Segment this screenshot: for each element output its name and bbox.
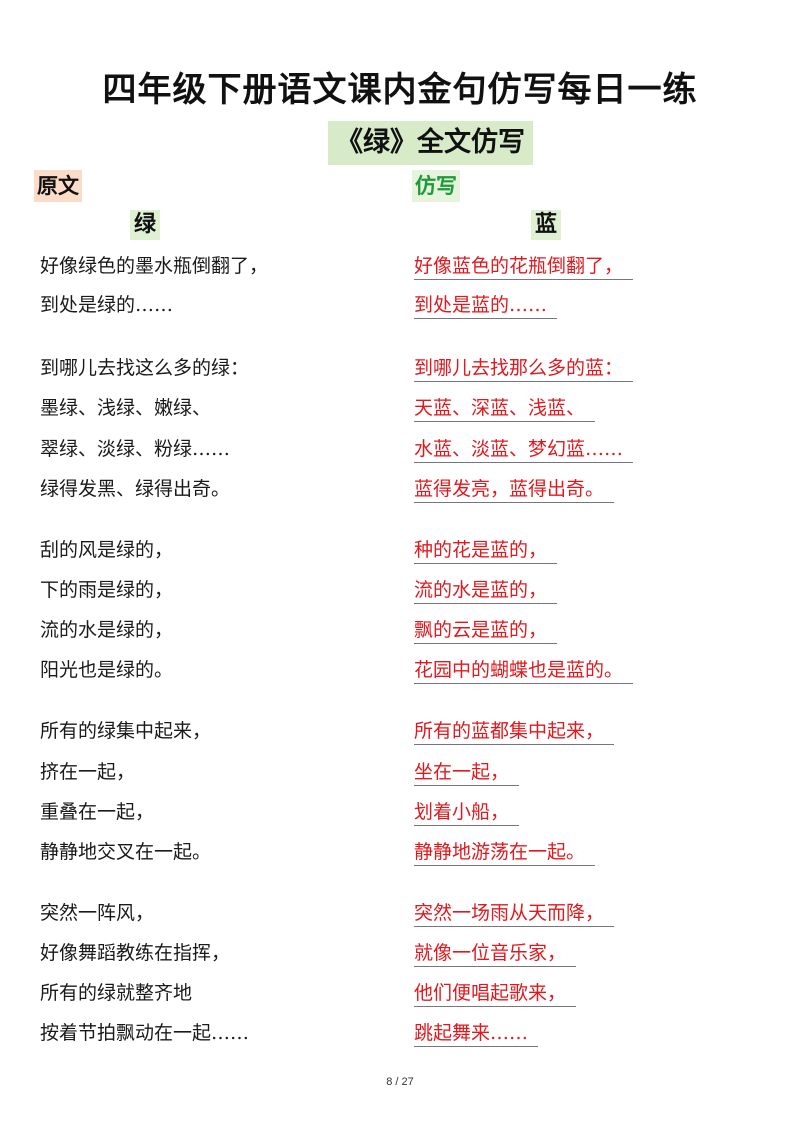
imitation-line: 蓝得发亮，蓝得出奇。 <box>414 476 615 503</box>
imitation-line: 飘的云是蓝的， <box>414 617 558 644</box>
imitation-line: 坐在一起， <box>414 759 520 786</box>
original-poem-title: 绿 <box>130 210 161 240</box>
imitation-line: 流的水是蓝的， <box>414 577 558 604</box>
imitation-line: 就像一位音乐家， <box>414 940 577 967</box>
original-line: 好像舞蹈教练在指挥， <box>40 942 231 964</box>
imitation-line: 突然一场雨从天而降， <box>414 900 615 927</box>
original-label: 原文 <box>34 170 82 202</box>
original-line: 墨绿、浅绿、嫩绿、 <box>40 397 212 419</box>
subtitle: 《绿》全文仿写 <box>328 121 533 165</box>
original-line: 到哪儿去找这么多的绿： <box>40 357 250 379</box>
original-line: 重叠在一起， <box>40 801 155 823</box>
original-line: 下的雨是绿的， <box>40 579 174 601</box>
imitation-poem-title: 蓝 <box>531 210 562 240</box>
imitation-line: 划着小船， <box>414 799 520 826</box>
original-line: 所有的绿就整齐地 <box>40 982 193 1004</box>
page-number: 8 / 27 <box>386 1076 414 1088</box>
original-line: 刮的风是绿的， <box>40 539 174 561</box>
original-line: 到处是绿的…… <box>40 294 174 316</box>
original-line: 所有的绿集中起来， <box>40 720 212 742</box>
imitation-line: 到处是蓝的…… <box>414 292 558 319</box>
imitation-label: 仿写 <box>412 170 460 202</box>
imitation-line: 天蓝、深蓝、浅蓝、 <box>414 395 596 422</box>
original-line: 好像绿色的墨水瓶倒翻了， <box>40 255 269 277</box>
imitation-line: 他们便唱起歌来， <box>414 980 577 1007</box>
imitation-line: 好像蓝色的花瓶倒翻了， <box>414 253 634 280</box>
original-line: 流的水是绿的， <box>40 619 174 641</box>
imitation-line: 种的花是蓝的， <box>414 537 558 564</box>
imitation-line: 到哪儿去找那么多的蓝： <box>414 355 634 382</box>
original-line: 突然一阵风， <box>40 902 155 924</box>
original-line: 绿得发黑、绿得出奇。 <box>40 478 231 500</box>
original-line: 阳光也是绿的。 <box>40 659 174 681</box>
imitation-line: 静静地游荡在一起。 <box>414 839 596 866</box>
original-line: 翠绿、淡绿、粉绿…… <box>40 438 231 460</box>
original-line: 挤在一起， <box>40 761 136 783</box>
original-line: 按着节拍飘动在一起…… <box>40 1022 250 1044</box>
imitation-line: 水蓝、淡蓝、梦幻蓝…… <box>414 436 634 463</box>
imitation-line: 跳起舞来…… <box>414 1020 539 1047</box>
original-line: 静静地交叉在一起。 <box>40 841 212 863</box>
imitation-line: 花园中的蝴蝶也是蓝的。 <box>414 657 634 684</box>
page-title: 四年级下册语文课内金句仿写每日一练 <box>102 70 698 110</box>
imitation-line: 所有的蓝都集中起来， <box>414 718 615 745</box>
